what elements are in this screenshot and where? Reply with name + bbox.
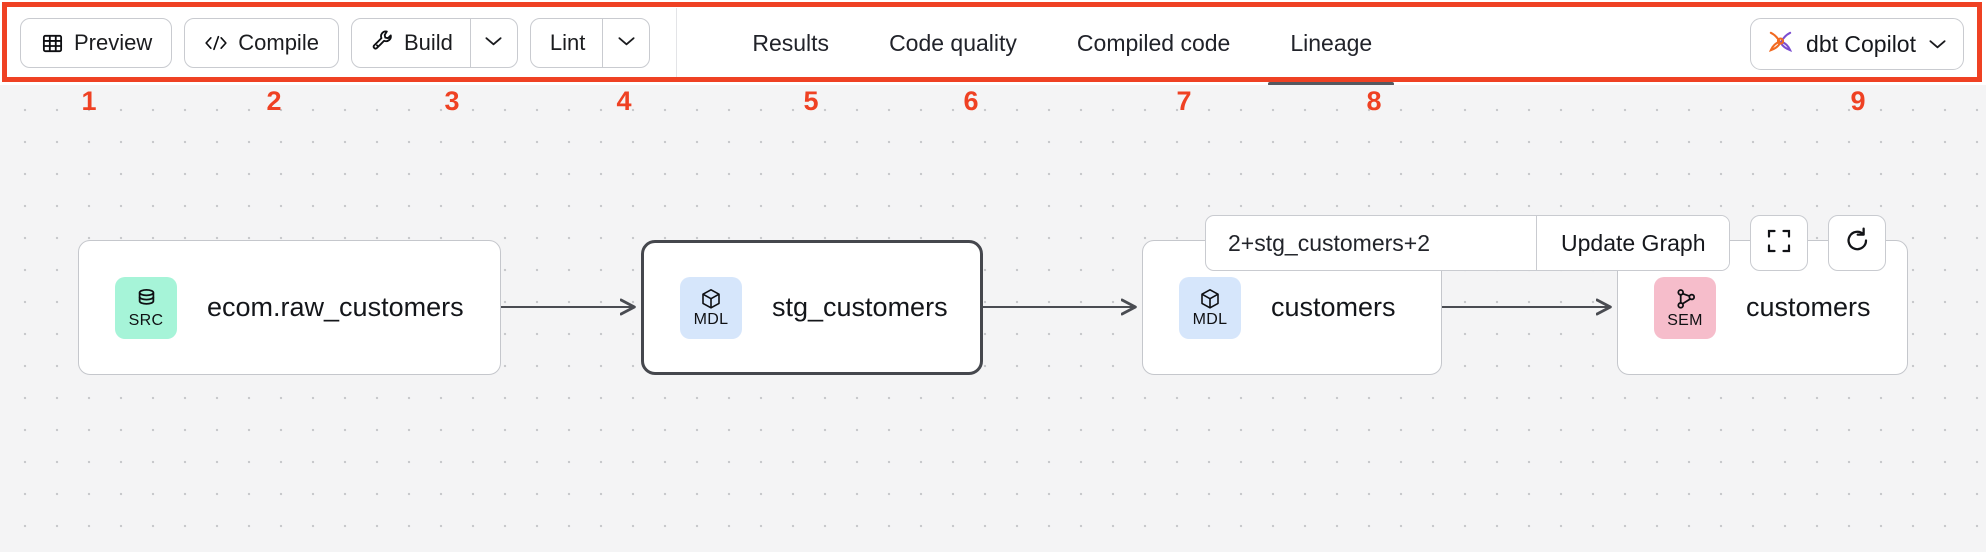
update-graph-button[interactable]: Update Graph <box>1536 216 1730 270</box>
dbt-copilot-label: dbt Copilot <box>1806 30 1916 57</box>
node-title: stg_customers <box>772 292 948 322</box>
lineage-edges <box>501 85 1986 552</box>
build-split-button: Build <box>350 18 518 68</box>
refresh-button[interactable] <box>1828 215 1887 271</box>
lint-split-button: Lint <box>529 18 651 68</box>
node-type-badge-label: MDL <box>1192 311 1228 328</box>
node-title: customers <box>1746 292 1871 322</box>
toolbar-button-group: Preview Compile <box>8 18 651 68</box>
node-selection-input[interactable] <box>1206 216 1536 270</box>
database-icon <box>134 287 159 312</box>
cube-icon <box>1198 287 1222 311</box>
result-tabs: Results Code quality Compiled code Linea… <box>722 8 1402 86</box>
fullscreen-icon <box>1766 228 1792 259</box>
node-title: ecom.raw_customers <box>207 292 464 322</box>
chevron-down-icon <box>617 34 636 52</box>
tab-compiled-code-label: Compiled code <box>1076 29 1231 56</box>
chevron-down-icon <box>1928 38 1947 50</box>
semantic-graph-icon <box>1673 287 1698 312</box>
lineage-controls: Update Graph <box>1205 215 1887 271</box>
fullscreen-button[interactable] <box>1750 215 1809 271</box>
table-icon <box>40 31 64 55</box>
node-type-badge-mdl: MDL <box>680 276 742 339</box>
lineage-node-mdl-stg-customers[interactable]: MDL stg_customers <box>641 240 983 375</box>
node-title: customers <box>1271 292 1396 322</box>
build-dropdown-toggle[interactable] <box>469 19 517 67</box>
tab-compiled-code[interactable]: Compiled code <box>1047 8 1260 78</box>
tab-lineage-label: Lineage <box>1290 29 1373 56</box>
preview-button[interactable]: Preview <box>20 18 173 68</box>
tab-lineage[interactable]: Lineage <box>1260 8 1402 86</box>
node-selection-searchbar: Update Graph <box>1205 215 1731 271</box>
dbt-copilot-button[interactable]: dbt Copilot <box>1750 18 1964 70</box>
tab-code-quality-label: Code quality <box>889 29 1017 56</box>
build-button-label: Build <box>403 30 453 55</box>
node-type-badge-label: SRC <box>128 311 164 329</box>
cube-icon <box>699 287 723 311</box>
tab-code-quality[interactable]: Code quality <box>859 8 1047 78</box>
build-button[interactable]: Build <box>352 19 470 67</box>
code-icon <box>204 31 228 55</box>
node-type-badge-label: SEM <box>1667 311 1703 329</box>
node-type-badge-sem: SEM <box>1654 276 1716 339</box>
tab-results-label: Results <box>752 29 830 56</box>
lint-button-label: Lint <box>549 30 586 55</box>
lineage-canvas[interactable]: Update Graph <box>0 85 1986 552</box>
compile-button-label: Compile <box>238 30 319 55</box>
lint-button[interactable]: Lint <box>531 19 602 67</box>
toolbar-divider <box>676 8 678 78</box>
editor-toolbar: Preview Compile <box>0 0 1986 86</box>
dbt-copilot-icon <box>1767 28 1794 61</box>
node-type-badge-label: MDL <box>693 311 729 328</box>
node-type-badge-src: SRC <box>115 276 177 339</box>
node-type-badge-mdl: MDL <box>1179 276 1241 339</box>
preview-button-label: Preview <box>74 30 153 55</box>
wrench-icon <box>371 29 394 58</box>
tab-results[interactable]: Results <box>722 8 859 78</box>
refresh-icon <box>1844 227 1871 259</box>
chevron-down-icon <box>484 34 503 52</box>
update-graph-label: Update Graph <box>1561 229 1706 256</box>
compile-button[interactable]: Compile <box>184 18 339 68</box>
lineage-node-src-raw-customers[interactable]: SRC ecom.raw_customers <box>78 240 501 375</box>
lint-dropdown-toggle[interactable] <box>602 19 649 67</box>
